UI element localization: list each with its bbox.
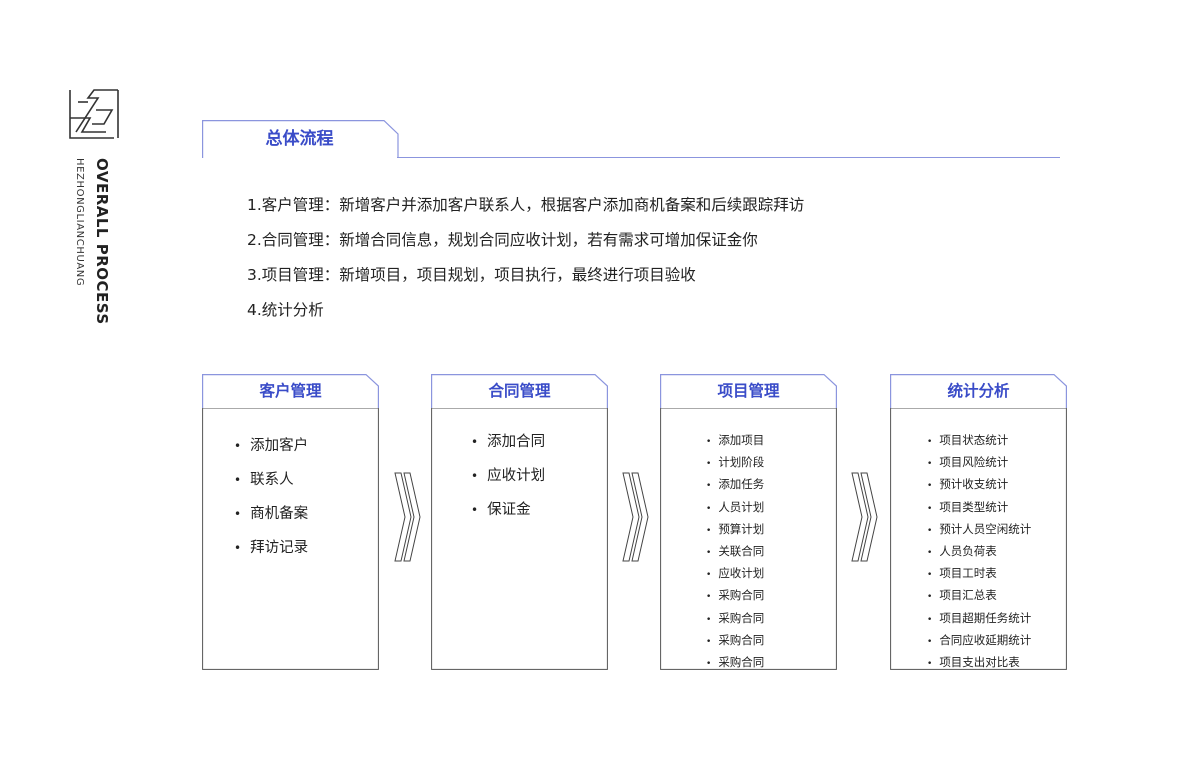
list-item: 项目汇总表 bbox=[927, 585, 1031, 607]
chevron-right-icon bbox=[621, 472, 651, 562]
list-item: 人员负荷表 bbox=[927, 541, 1031, 563]
step-2: 2.合同管理：新增合同信息，规划合同应收计划，若有需求可增加保证金你 bbox=[247, 231, 758, 249]
list-item: 采购合同 bbox=[706, 585, 764, 607]
logo-mark-icon bbox=[69, 89, 119, 139]
list-item: 联系人 bbox=[234, 463, 308, 497]
card-project-management: 项目管理 添加项目 计划阶段 添加任务 人员计划 预算计划 关联合同 应收计划 … bbox=[660, 374, 837, 670]
list-item: 保证金 bbox=[471, 493, 545, 527]
list-item: 添加合同 bbox=[471, 425, 545, 459]
list-item: 拜访记录 bbox=[234, 531, 308, 565]
list-item: 应收计划 bbox=[471, 459, 545, 493]
list-item: 添加项目 bbox=[706, 430, 764, 452]
section-tab: 总体流程 bbox=[202, 120, 399, 158]
list-item: 采购合同 bbox=[706, 608, 764, 630]
list-item: 项目风险统计 bbox=[927, 452, 1031, 474]
logo bbox=[68, 88, 120, 140]
list-item: 人员计划 bbox=[706, 497, 764, 519]
card-customer-management: 客户管理 添加客户 联系人 商机备案 拜访记录 bbox=[202, 374, 379, 670]
list-item: 合同应收延期统计 bbox=[927, 630, 1031, 652]
card-list: 项目状态统计 项目风险统计 预计收支统计 项目类型统计 预计人员空闲统计 人员负… bbox=[927, 430, 1031, 674]
list-item: 项目超期任务统计 bbox=[927, 608, 1031, 630]
side-subtitle: HEZHONGLIANCHUANG bbox=[74, 158, 85, 287]
side-title: OVERALL PROCESS bbox=[93, 158, 111, 325]
list-item: 采购合同 bbox=[706, 630, 764, 652]
process-steps: 1.客户管理：新增客户并添加客户联系人，根据客户添加商机备案和后续跟踪拜访 2.… bbox=[247, 188, 804, 328]
card-title: 合同管理 bbox=[488, 382, 551, 400]
card-list: 添加客户 联系人 商机备案 拜访记录 bbox=[234, 429, 308, 565]
list-item: 关联合同 bbox=[706, 541, 764, 563]
card-contract-management: 合同管理 添加合同 应收计划 保证金 bbox=[431, 374, 608, 670]
list-item: 采购合同 bbox=[706, 652, 764, 674]
list-item: 预计收支统计 bbox=[927, 474, 1031, 496]
list-item: 项目支出对比表 bbox=[927, 652, 1031, 674]
list-item: 添加任务 bbox=[706, 474, 764, 496]
list-item: 添加客户 bbox=[234, 429, 308, 463]
card-list: 添加项目 计划阶段 添加任务 人员计划 预算计划 关联合同 应收计划 采购合同 … bbox=[706, 430, 764, 674]
chevron-right-icon bbox=[850, 472, 880, 562]
card-title: 客户管理 bbox=[259, 382, 322, 400]
section-divider bbox=[397, 157, 1060, 158]
card-statistics-analysis: 统计分析 项目状态统计 项目风险统计 预计收支统计 项目类型统计 预计人员空闲统… bbox=[890, 374, 1067, 670]
card-title: 统计分析 bbox=[947, 382, 1010, 400]
list-item: 项目类型统计 bbox=[927, 497, 1031, 519]
list-item: 项目状态统计 bbox=[927, 430, 1031, 452]
step-4: 4.统计分析 bbox=[247, 301, 324, 319]
chevron-right-icon bbox=[393, 472, 423, 562]
list-item: 预计人员空闲统计 bbox=[927, 519, 1031, 541]
step-3: 3.项目管理：新增项目，项目规划，项目执行，最终进行项目验收 bbox=[247, 266, 696, 284]
list-item: 商机备案 bbox=[234, 497, 308, 531]
list-item: 项目工时表 bbox=[927, 563, 1031, 585]
section-title: 总体流程 bbox=[265, 129, 334, 149]
step-1: 1.客户管理：新增客户并添加客户联系人，根据客户添加商机备案和后续跟踪拜访 bbox=[247, 196, 805, 214]
card-title: 项目管理 bbox=[717, 382, 780, 400]
list-item: 计划阶段 bbox=[706, 452, 764, 474]
list-item: 应收计划 bbox=[706, 563, 764, 585]
list-item: 预算计划 bbox=[706, 519, 764, 541]
card-list: 添加合同 应收计划 保证金 bbox=[471, 425, 545, 527]
